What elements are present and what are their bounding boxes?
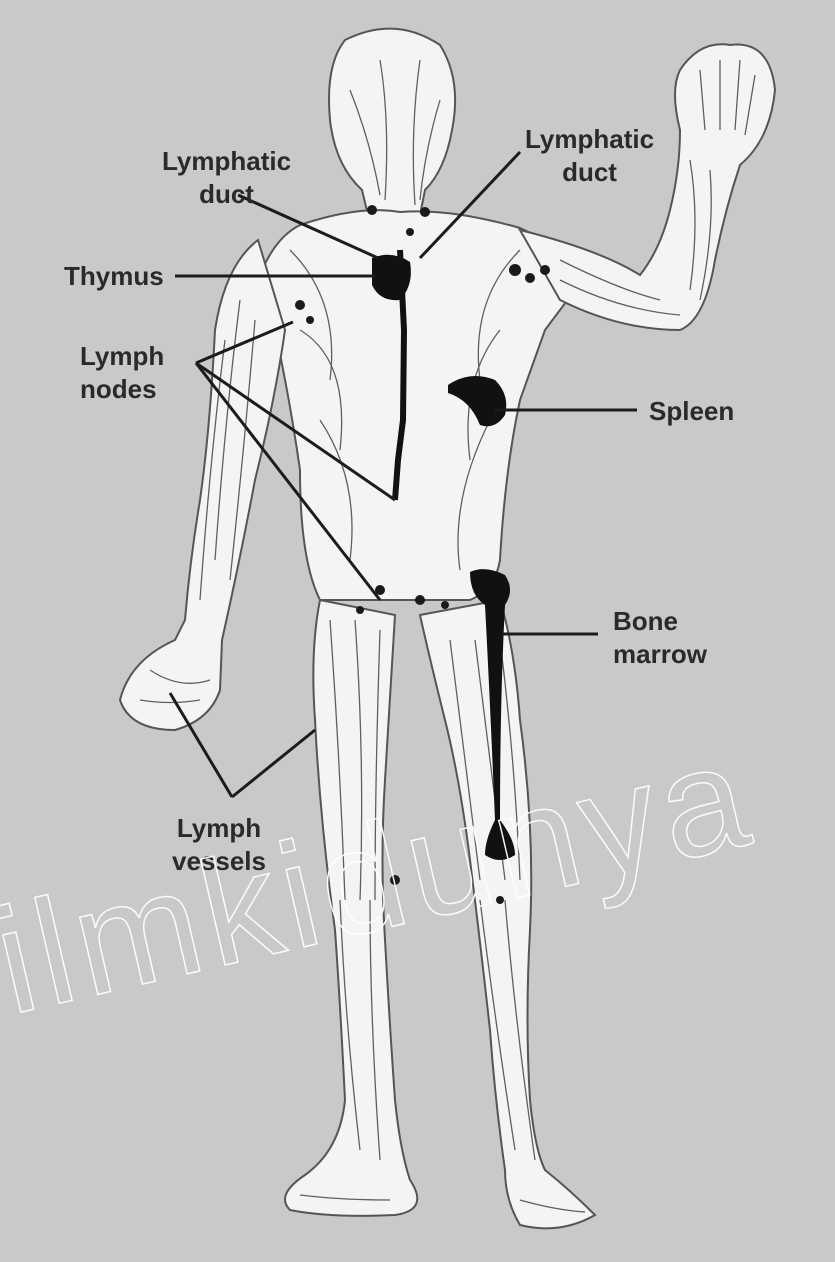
label-thymus: Thymus bbox=[64, 260, 164, 293]
leader-lymph-vessels-2 bbox=[232, 730, 315, 797]
label-lymphatic-duct-left: Lymphatic duct bbox=[162, 145, 291, 211]
head bbox=[329, 29, 455, 215]
label-bone-marrow: Bone marrow bbox=[613, 605, 707, 671]
label-spleen: Spleen bbox=[649, 395, 734, 428]
arm-lowered bbox=[120, 240, 285, 730]
label-lymph-nodes: Lymph nodes bbox=[80, 340, 164, 406]
label-lymphatic-duct-right: Lymphatic duct bbox=[525, 123, 654, 189]
torso bbox=[255, 210, 575, 600]
